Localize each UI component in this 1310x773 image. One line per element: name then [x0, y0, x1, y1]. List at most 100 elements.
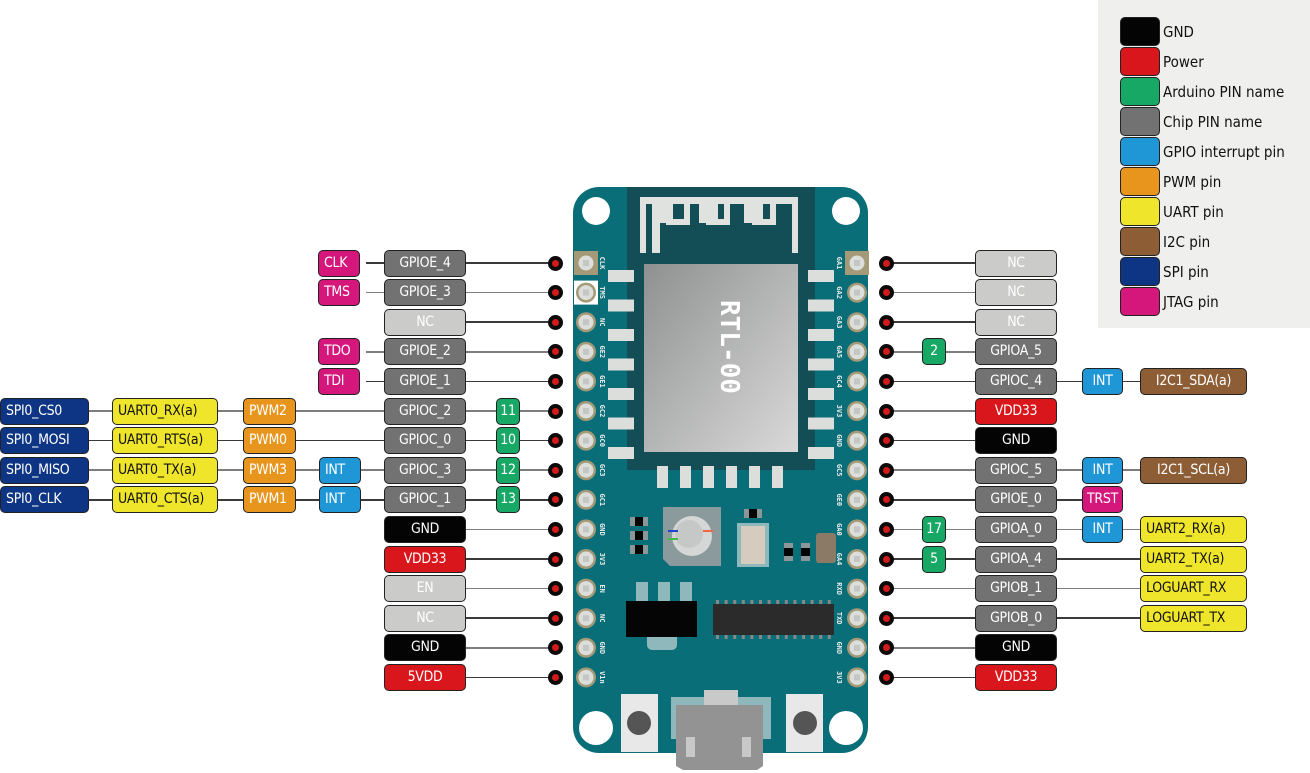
legend-swatch: [1120, 227, 1160, 256]
uart-pin-label: UART0_RX(a): [112, 397, 218, 425]
header-pin: GA5: [835, 341, 867, 362]
connector-line: [404, 528, 555, 531]
header-pin: GE2: [576, 341, 606, 362]
silkscreen-label: TXD: [835, 612, 843, 625]
silkscreen-label: CLK: [598, 257, 606, 270]
button-icon: [621, 694, 658, 752]
pin-dot-icon: [547, 521, 563, 537]
pin-dot-icon: [547, 669, 563, 685]
pin-dot-icon: [878, 285, 894, 301]
pin-dot-icon: [878, 640, 894, 656]
chip-pin-nc: NC: [975, 279, 1057, 307]
antenna-icon: [640, 197, 798, 253]
silkscreen-label: GC1: [598, 493, 606, 506]
chip-pin-gpioe_0: GPIOE_0: [975, 486, 1057, 514]
jtag-pin-label: TRST: [1082, 486, 1123, 514]
pin-dot-icon: [878, 255, 894, 271]
legend-swatch: [1120, 287, 1160, 316]
header-pin: GC2: [576, 401, 606, 421]
legend-label: SPI pin: [1163, 263, 1209, 281]
header-pin: GE1: [576, 371, 606, 392]
chip-pin-gpioc_1: GPIOC_1: [384, 486, 466, 514]
connector-line: [886, 410, 1057, 412]
header-pin: 3V3: [835, 667, 867, 688]
uart-pin-label: UART2_RX(a): [1140, 515, 1247, 543]
legend-label: Chip PIN name: [1163, 113, 1263, 131]
header-pin: GND: [835, 637, 867, 658]
pin-dot-icon: [547, 581, 563, 597]
uart-pin-label: UART0_RTS(a): [112, 427, 218, 455]
chip-pin-gpiob_1: GPIOB_1: [975, 575, 1057, 603]
pin-dot-icon: [547, 551, 563, 567]
mount-hole-icon: [832, 197, 860, 225]
uart-pin-label: UART2_TX(a): [1140, 545, 1247, 573]
chip-pin-gpioe_2: GPIOE_2: [384, 338, 466, 366]
mount-hole-icon: [579, 711, 613, 745]
spi-pin-label: SPI0_MISO: [0, 456, 89, 484]
silkscreen-label: GA2: [835, 286, 843, 299]
legend-label: GND: [1163, 23, 1194, 41]
header-pin: 3V3: [576, 549, 606, 569]
header-pin: CLK: [574, 251, 606, 275]
chip-pin-nc: NC: [384, 308, 466, 336]
interrupt-pin-label: INT: [1082, 367, 1123, 395]
pin-dot-icon: [547, 462, 563, 478]
header-pin: GND: [835, 430, 867, 451]
chip-pin-nc: NC: [384, 604, 466, 632]
pin-dot-icon: [878, 344, 894, 360]
pwm-pin-label: PWM2: [243, 397, 296, 425]
silkscreen-label: GE0: [835, 493, 843, 506]
silkscreen-label: EN: [598, 584, 606, 592]
silkscreen-label: GC3: [598, 464, 606, 477]
legend-swatch: [1120, 257, 1160, 286]
silkscreen-label: GND: [598, 523, 606, 536]
pin-dot-icon: [878, 669, 894, 685]
header-pin: GA1: [835, 251, 869, 275]
uart-pin-label: LOGUART_RX: [1140, 575, 1247, 603]
uart-pin-label: UART0_CTS(a): [112, 486, 218, 514]
i2c-pin-label: I2C1_SDA(a): [1140, 367, 1247, 395]
header-pin: TMS: [574, 280, 606, 305]
micro-usb-icon: [671, 690, 771, 770]
pwm-pin-label: PWM0: [243, 427, 296, 455]
jtag-pin-label: CLK: [318, 249, 360, 277]
chip-pin-nc: NC: [975, 308, 1057, 336]
spi-pin-label: SPI0_CS0: [0, 397, 89, 425]
module-label: RTL-00: [714, 300, 744, 394]
legend-swatch: [1120, 107, 1160, 136]
connector-line: [404, 617, 555, 619]
legend-label: Arduino PIN name: [1163, 83, 1285, 101]
chip-pin-nc: NC: [975, 249, 1057, 277]
legend-label: PWM pin: [1163, 173, 1222, 191]
header-pin: GA0: [835, 519, 867, 540]
pin-dot-icon: [547, 344, 563, 360]
header-pin: GE0: [835, 489, 867, 510]
pwm-pin-label: PWM3: [243, 456, 296, 484]
silkscreen-label: 3V3: [835, 405, 843, 418]
header-pin: GC0: [576, 430, 606, 451]
pin-dot-icon: [547, 433, 563, 449]
pin-dot-icon: [547, 373, 563, 389]
legend-swatch: [1120, 167, 1160, 196]
header-pin: GC5: [835, 460, 867, 481]
chip-pin-gpioc_5: GPIOC_5: [975, 456, 1057, 484]
arduino-pin-label: 13: [496, 486, 520, 514]
silkscreen-label: GND: [835, 434, 843, 447]
silkscreen-label: GC0: [598, 434, 606, 447]
chip-pin-gpioa_4: GPIOA_4: [975, 545, 1057, 573]
header-pin: EN: [576, 578, 606, 599]
header-pin: NC: [576, 608, 606, 629]
silkscreen-label: GA0: [835, 523, 843, 536]
uart-pin-label: LOGUART_TX: [1140, 604, 1247, 632]
pin-dot-icon: [878, 433, 894, 449]
chip-pin-gnd: GND: [384, 515, 466, 543]
legend-swatch: [1120, 77, 1160, 106]
chip-pin-gpioc_0: GPIOC_0: [384, 427, 466, 455]
usb-uart-chip: [713, 600, 834, 639]
arduino-pin-label: 12: [496, 456, 520, 484]
uart-pin-label: UART0_TX(a): [112, 456, 218, 484]
header-pin: GA3: [835, 312, 867, 333]
interrupt-pin-label: INT: [1082, 515, 1123, 543]
silkscreen-label: TMS: [598, 286, 606, 299]
rgb-led-icon: [663, 507, 721, 566]
